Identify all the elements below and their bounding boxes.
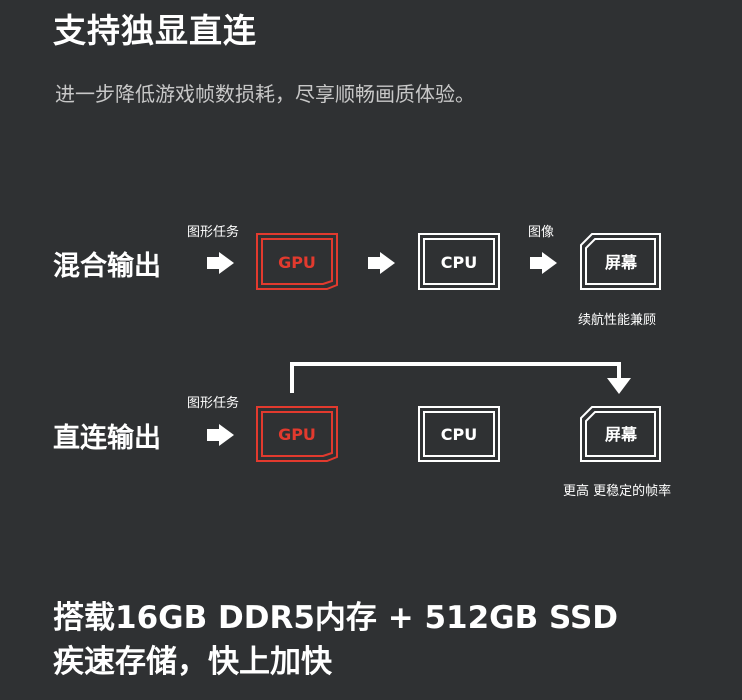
mixed-task-label: 图形任务 bbox=[187, 225, 240, 240]
footer-line-1: 搭载16GB DDR5内存 + 512GB SSD bbox=[53, 600, 619, 636]
gpu-chip-direct-label: GPU bbox=[278, 425, 316, 444]
screen-mixed: 屏幕 bbox=[580, 233, 661, 290]
cpu-chip-direct-label: CPU bbox=[441, 425, 477, 444]
gpu-chip-direct: GPU bbox=[256, 406, 338, 462]
direct-connector-arrow bbox=[290, 362, 631, 394]
direct-output-label: 直连输出 bbox=[53, 423, 161, 454]
footer-line-2: 疾速存储，快上加快 bbox=[53, 644, 332, 680]
mixed-note: 续航性能兼顾 bbox=[578, 313, 657, 328]
screen-direct: 屏幕 bbox=[580, 406, 661, 462]
gpu-chip-mixed-label: GPU bbox=[278, 253, 316, 272]
mixed-image-label: 图像 bbox=[528, 225, 555, 240]
mixed-output-label: 混合输出 bbox=[53, 251, 161, 282]
screen-direct-label: 屏幕 bbox=[605, 425, 638, 444]
direct-task-label: 图形任务 bbox=[187, 396, 240, 411]
right-arrow-icon bbox=[368, 252, 395, 274]
cpu-chip-mixed: CPU bbox=[418, 233, 500, 290]
gpu-chip-mixed: GPU bbox=[256, 233, 338, 290]
right-arrow-icon bbox=[207, 424, 234, 446]
direct-note: 更高 更稳定的帧率 bbox=[563, 484, 672, 499]
right-arrow-icon bbox=[530, 252, 557, 274]
page-title: 支持独显直连 bbox=[53, 11, 257, 50]
cpu-chip-direct: CPU bbox=[418, 406, 500, 462]
page-subtitle: 进一步降低游戏帧数损耗，尽享顺畅画质体验。 bbox=[55, 82, 475, 106]
right-arrow-icon bbox=[207, 252, 234, 274]
screen-mixed-label: 屏幕 bbox=[605, 253, 638, 272]
cpu-chip-mixed-label: CPU bbox=[441, 253, 477, 272]
